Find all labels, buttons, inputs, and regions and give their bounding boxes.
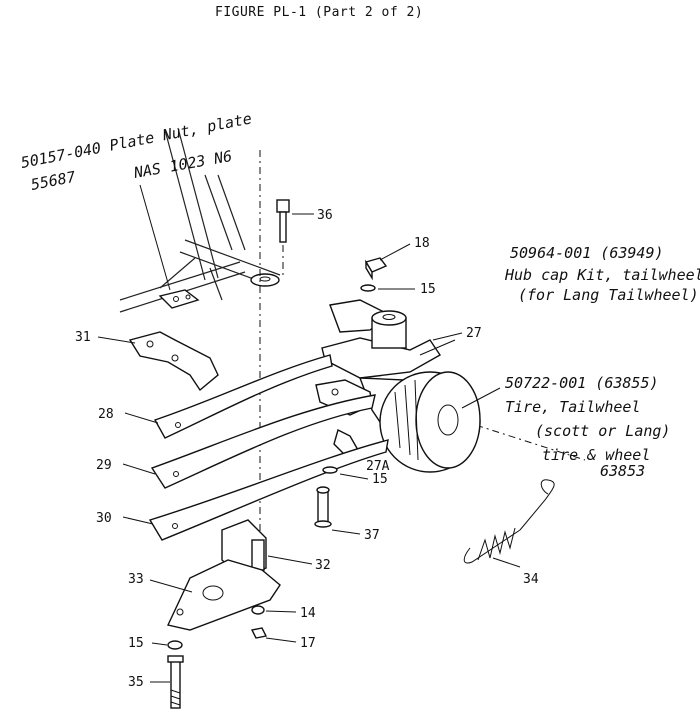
callout-15-upper: 15 <box>420 282 436 297</box>
callout-14: 14 <box>300 606 316 621</box>
tailwheel-tire <box>379 371 481 473</box>
note-tire-line2: Tire, Tailwheel <box>505 398 640 416</box>
note-hub-cap-line1: 50964-001 (63949) <box>510 244 664 262</box>
callout-37: 37 <box>364 528 380 543</box>
callout-36: 36 <box>317 208 333 223</box>
callout-29: 29 <box>96 458 112 473</box>
bolt-36 <box>276 199 290 243</box>
callout-30: 30 <box>96 511 112 526</box>
plate-33 <box>166 559 281 631</box>
callout-18: 18 <box>414 236 430 251</box>
fuselage-frame <box>119 127 281 313</box>
bushing-37 <box>314 486 332 528</box>
callout-17: 17 <box>300 636 316 651</box>
figure-title: FIGURE PL-1 (Part 2 of 2) <box>215 5 423 20</box>
callout-27: 27 <box>466 326 482 341</box>
nut-17 <box>250 627 268 639</box>
note-tire-line1: 50722-001 (63855) <box>505 374 659 392</box>
washer-14 <box>251 605 265 615</box>
washer-15-lower <box>167 640 183 650</box>
leaf-spring-28 <box>153 354 333 439</box>
note-hub-cap-line2: Hub cap Kit, tailwheel <box>504 266 700 284</box>
washer-15-upper <box>360 284 376 292</box>
note-hub-cap-line3: (for Lang Tailwheel) <box>518 286 699 304</box>
note-plate-nut-line2: 55687 <box>29 168 77 194</box>
nut-18 <box>364 257 388 281</box>
note-hub-cap: 50964-001 (63949) Hub cap Kit, tailwheel… <box>504 244 700 304</box>
callout-35: 35 <box>128 675 144 690</box>
plate-31 <box>128 331 219 392</box>
callout-34: 34 <box>523 572 539 587</box>
plate-nut-bracket <box>158 289 200 309</box>
leaf-spring-30 <box>148 439 389 541</box>
callout-28: 28 <box>98 407 114 422</box>
callout-27a: 27A <box>366 459 390 474</box>
callout-15-middle: 15 <box>372 472 388 487</box>
note-tire-line3: (scott or Lang) <box>535 422 670 440</box>
note-tire: 50722-001 (63855) Tire, Tailwheel (scott… <box>505 374 670 480</box>
callout-31: 31 <box>75 330 91 345</box>
note-plate-nut: 50157-040 Plate Nut, plate 55687 NAS 102… <box>19 109 253 291</box>
leaf-spring-29 <box>150 394 376 489</box>
note-tire-line5: 63853 <box>600 462 645 480</box>
callout-32: 32 <box>315 558 331 573</box>
washer-15-middle <box>322 466 338 474</box>
callout-33: 33 <box>128 572 144 587</box>
centerline-tire-spring <box>459 419 586 461</box>
bolt-35 <box>167 655 184 709</box>
callout-15-lower: 15 <box>128 636 144 651</box>
spring-34 <box>463 479 555 564</box>
note-tire-line4: tire & wheel <box>542 446 650 464</box>
